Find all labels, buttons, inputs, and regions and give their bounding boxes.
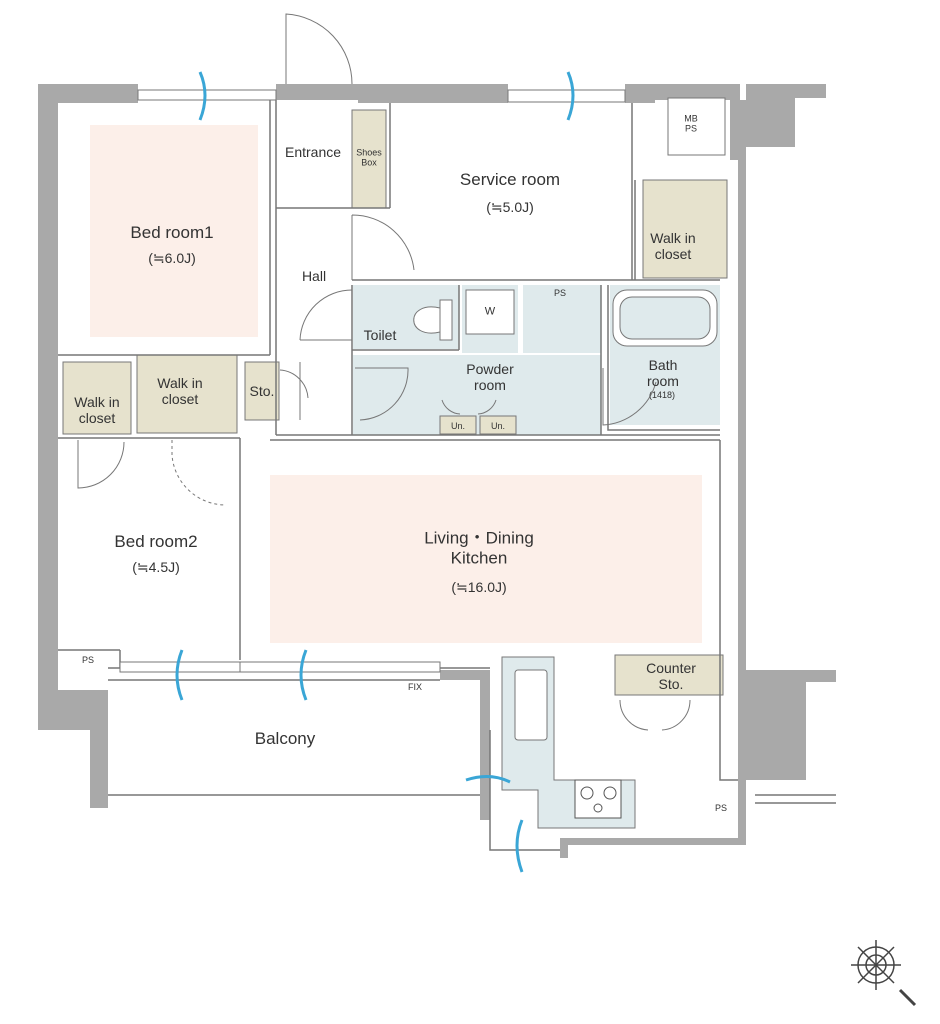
label-ldk-line2: Kitchen: [450, 548, 508, 567]
label-counter-storage: Counter Sto.: [646, 660, 696, 692]
label-hall: Hall: [301, 267, 327, 284]
label-walk-in-closet-1-line2: closet: [654, 246, 692, 262]
storage-fills: [62, 109, 728, 696]
label-walk-in-closet-3: Walk in closet: [157, 375, 202, 407]
windows: [119, 89, 626, 673]
label-un-2: Un.: [490, 420, 506, 431]
label-walk-in-closet-3-line2: closet: [161, 391, 199, 407]
ventilation-markers: [175, 71, 575, 873]
label-ldk-line1: Living・Dining: [424, 528, 534, 548]
toilet-icon: [413, 299, 453, 341]
label-walk-in-closet-1: Walk in closet: [650, 230, 695, 262]
kitchen-sink: [514, 669, 548, 741]
label-powder-room-line2: room: [474, 377, 506, 393]
label-toilet: Toilet: [363, 326, 397, 343]
bathtub-icon: [612, 289, 718, 347]
label-washer: W: [484, 305, 496, 318]
label-ps-top: PS: [553, 287, 567, 298]
label-ldk-size: (≒16.0J): [451, 578, 507, 595]
stove-icon: [574, 779, 622, 819]
door-swings: [77, 13, 691, 731]
bed-room-1-floor: [90, 125, 258, 337]
label-bath-room-line2: room: [647, 373, 679, 389]
label-bath-size: (1418): [648, 389, 676, 400]
label-bath-room-line1: Bath: [648, 356, 678, 373]
label-bed-room-1-size: (≒6.0J): [148, 249, 196, 266]
label-fix: FIX: [407, 681, 423, 692]
label-counter-storage-line1: Counter: [646, 659, 696, 676]
label-bath-room: Bath room: [647, 357, 679, 389]
label-walk-in-closet-2-line2: closet: [78, 410, 116, 426]
exterior-walls: [38, 84, 836, 858]
label-shoes-box-line2: Box: [361, 158, 377, 168]
label-entrance: Entrance: [284, 143, 342, 160]
ldk-floor: [270, 475, 702, 643]
label-un-1: Un.: [450, 420, 466, 431]
label-bed-room-2: Bed room2: [114, 532, 198, 552]
label-service-room-size: (≒5.0J): [486, 198, 534, 215]
label-walk-in-closet-3-line1: Walk in: [157, 374, 203, 391]
label-balcony: Balcony: [254, 729, 316, 749]
compass-icon: [851, 940, 917, 1007]
label-service-room: Service room: [459, 170, 561, 190]
label-counter-storage-line2: Sto.: [658, 676, 684, 692]
mb-ps-box: [667, 97, 726, 156]
label-bed-room-1: Bed room1: [130, 223, 214, 243]
label-mb-ps-line2: PS: [684, 124, 697, 134]
label-bed-room-2-size: (≒4.5J): [132, 558, 180, 575]
label-shoes-box-line1: Shoes: [356, 147, 382, 158]
label-mb-ps-line1: MB: [684, 113, 698, 124]
label-walk-in-closet-1-line1: Walk in: [650, 229, 696, 246]
label-walk-in-closet-2-line1: Walk in: [74, 393, 120, 410]
label-ps-kitchen: PS: [714, 802, 728, 813]
vanity-area: [523, 285, 601, 353]
label-powder-room-line1: Powder: [466, 360, 514, 377]
label-mb-ps: MB PS: [684, 114, 698, 135]
label-walk-in-closet-2: Walk in closet: [74, 394, 119, 426]
label-shoes-box: Shoes Box: [356, 148, 382, 169]
label-ps-bed2: PS: [81, 654, 95, 665]
label-powder-room: Powder room: [466, 361, 513, 393]
washer-box: [465, 289, 515, 335]
label-ldk: Living・Dining Kitchen: [424, 528, 534, 567]
label-storage: Sto.: [249, 382, 275, 399]
